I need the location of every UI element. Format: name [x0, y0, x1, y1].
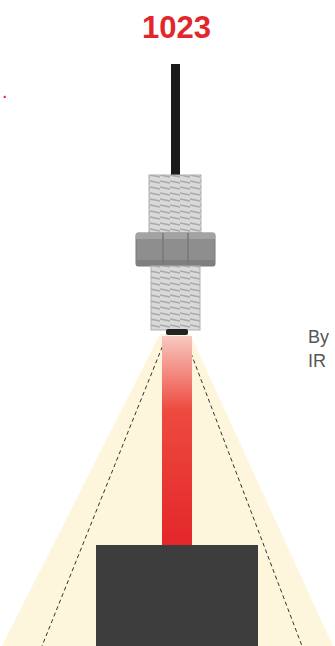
nut-chamfer: [136, 233, 215, 239]
callout-number: 1023: [142, 10, 211, 46]
lower-thread: [151, 266, 200, 330]
nut-face-edge: [162, 233, 164, 266]
cable: [171, 64, 180, 176]
nut-face-edge: [187, 233, 189, 266]
side-note: By: [308, 327, 329, 348]
ir-beam: [162, 336, 192, 548]
sensor-lens: [166, 329, 188, 335]
nut-chamfer: [136, 260, 215, 266]
light-cone: [2, 334, 333, 646]
hex-nut: [136, 233, 215, 266]
note-text: .: [2, 80, 8, 103]
side-note: IR: [308, 351, 326, 372]
upper-thread: [149, 175, 201, 235]
target-block: [96, 545, 258, 646]
